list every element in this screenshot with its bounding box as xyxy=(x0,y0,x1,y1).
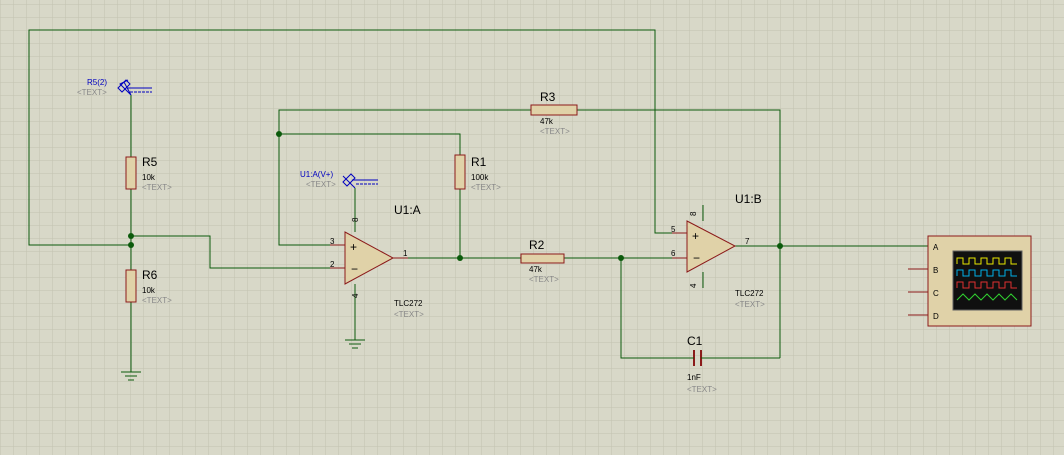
trace-b-icon xyxy=(956,269,1017,277)
trace-c-icon xyxy=(956,281,1017,289)
pin-number: 1 xyxy=(403,249,408,258)
probe-text: <TEXT> xyxy=(306,180,336,189)
pin-number: 6 xyxy=(671,249,676,258)
opamp-triangle-icon xyxy=(344,231,395,285)
voltage-probe-u1a[interactable]: U1:A(V+) <TEXT> xyxy=(300,170,378,189)
trace-d-icon xyxy=(956,293,1018,301)
wire-to-u1a-pin2 xyxy=(131,235,345,269)
text-label: <TEXT> xyxy=(394,310,424,319)
ref-label: R6 xyxy=(142,268,158,282)
pin-number: 8 xyxy=(351,217,360,222)
pin-number: 4 xyxy=(689,283,698,288)
ref-label: R2 xyxy=(529,238,545,252)
junction-dot xyxy=(457,255,463,261)
probe-text: <TEXT> xyxy=(77,88,107,97)
junction-dot xyxy=(128,242,134,248)
probe-tip-icon xyxy=(342,173,356,187)
probe-label: U1:A(V+) xyxy=(300,170,333,179)
pin-number: 3 xyxy=(330,237,335,246)
wire-r3-left xyxy=(278,109,531,134)
value-label: 10k xyxy=(142,173,156,182)
voltage-probe-r5[interactable]: R5(2) <TEXT> xyxy=(77,78,152,97)
trace-a-icon xyxy=(956,257,1017,265)
minus-sign: − xyxy=(693,251,700,265)
channel-label: A xyxy=(933,243,939,252)
pin-number: 7 xyxy=(745,237,750,246)
ref-label: R5 xyxy=(142,155,158,169)
probe-tip-icon xyxy=(117,79,131,93)
text-label: <TEXT> xyxy=(142,183,172,192)
channel-label: B xyxy=(933,266,938,275)
channel-label: C xyxy=(933,289,939,298)
wire-r3-right xyxy=(577,109,781,358)
text-label: <TEXT> xyxy=(735,300,765,309)
text-label: <TEXT> xyxy=(471,183,501,192)
resistor-body-icon xyxy=(125,269,137,303)
part-label: TLC272 xyxy=(394,299,423,308)
capacitor-c1[interactable]: C1 1nF <TEXT> xyxy=(687,334,717,394)
value-label: 47k xyxy=(529,265,543,274)
resistor-body-icon xyxy=(125,156,137,190)
value-label: 1nF xyxy=(687,373,701,382)
junction-dot xyxy=(128,233,134,239)
opamp-u1a[interactable]: + − 3 2 1 8 4 U1:A TLC272 <TEXT> xyxy=(330,203,424,319)
resistor-body-icon xyxy=(520,253,565,264)
ground-icon[interactable] xyxy=(121,371,141,381)
ref-label: C1 xyxy=(687,334,703,348)
wire-outer-loop xyxy=(28,29,672,246)
resistor-body-icon xyxy=(454,154,466,190)
ref-label: U1:B xyxy=(735,192,762,206)
text-label: <TEXT> xyxy=(687,385,717,394)
value-label: 10k xyxy=(142,286,156,295)
opamp-u1b[interactable]: + − 5 6 7 8 4 U1:B TLC272 <TEXT> xyxy=(671,192,765,309)
text-label: <TEXT> xyxy=(529,275,559,284)
minus-sign: − xyxy=(351,262,358,276)
junction-dot xyxy=(618,255,624,261)
plus-sign: + xyxy=(692,229,699,243)
text-label: <TEXT> xyxy=(540,127,570,136)
ref-label: R1 xyxy=(471,155,487,169)
resistor-r1[interactable]: R1 100k <TEXT> xyxy=(454,154,501,192)
value-label: 100k xyxy=(471,173,489,182)
oscilloscope[interactable]: A B C D xyxy=(908,235,1032,327)
ref-label: R3 xyxy=(540,90,556,104)
probe-label: R5(2) xyxy=(87,78,107,87)
junctions xyxy=(128,131,783,261)
wire-c1-left xyxy=(620,258,690,359)
pin-number: 4 xyxy=(351,293,360,298)
pin-number: 2 xyxy=(330,260,335,269)
pin-number: 8 xyxy=(689,211,698,216)
junction-dot xyxy=(777,243,783,249)
junction-dot xyxy=(276,131,282,137)
pin-number: 5 xyxy=(671,225,676,234)
resistor-r3[interactable]: R3 47k <TEXT> xyxy=(530,90,578,136)
resistor-r2[interactable]: R2 47k <TEXT> xyxy=(520,238,565,284)
ground-icon[interactable] xyxy=(345,339,365,349)
resistor-r6[interactable]: R6 10k <TEXT> xyxy=(125,268,172,305)
plus-sign: + xyxy=(350,240,357,254)
channel-label: D xyxy=(933,312,939,321)
resistor-body-icon xyxy=(530,104,578,116)
opamp-triangle-icon xyxy=(686,220,737,273)
text-label: <TEXT> xyxy=(142,296,172,305)
part-label: TLC272 xyxy=(735,289,764,298)
resistor-r5[interactable]: R5 10k <TEXT> xyxy=(125,155,172,192)
ref-label: U1:A xyxy=(394,203,421,217)
value-label: 47k xyxy=(540,117,554,126)
